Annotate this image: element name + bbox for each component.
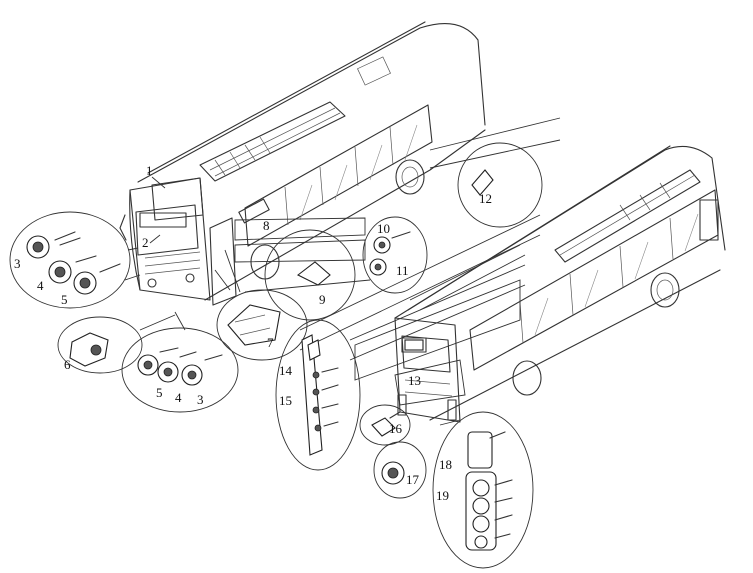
- lamp-4-lower: [157, 351, 197, 383]
- rear-bus-drawing: [394, 145, 726, 423]
- label-5-upper: 5: [61, 292, 68, 307]
- lamp-10: [373, 231, 411, 254]
- lamp-16: [371, 411, 401, 437]
- label-8: 8: [263, 218, 270, 233]
- label-2: 2: [142, 235, 149, 250]
- label-16: 16: [389, 421, 403, 436]
- lamp-12: [471, 169, 494, 196]
- lamp-17: [381, 461, 405, 485]
- label-11: 11: [396, 263, 409, 278]
- label-3-lower: 3: [197, 392, 204, 407]
- label-1: 1: [146, 163, 153, 178]
- label-9: 9: [319, 292, 326, 307]
- lamp-3-upper: [26, 231, 81, 259]
- label-7: 7: [267, 335, 274, 350]
- callout-lines: [9, 117, 561, 569]
- label-3-upper: 3: [14, 256, 21, 271]
- lamp-5-upper: [73, 263, 121, 295]
- label-14: 14: [279, 363, 293, 378]
- label-13: 13: [408, 373, 421, 388]
- lamp-3-lower: [181, 354, 223, 386]
- label-17: 17: [406, 472, 420, 487]
- label-12: 12: [479, 191, 492, 206]
- lamp-11: [369, 258, 387, 276]
- label-4-upper: 4: [37, 278, 44, 293]
- label-6: 6: [64, 357, 71, 372]
- label-19: 19: [436, 488, 449, 503]
- lamp-9: [296, 261, 331, 286]
- lamp-5-lower: [137, 347, 179, 376]
- lamp-4-upper: [48, 255, 97, 284]
- lamp-14-15-bar: [301, 334, 339, 456]
- lamp-7: [227, 304, 281, 346]
- lamp-parts: [26, 169, 513, 551]
- label-5-lower: 5: [156, 385, 163, 400]
- lamp-13: [404, 339, 424, 351]
- lamp-18-19-cluster: [465, 431, 513, 551]
- label-18: 18: [439, 457, 452, 472]
- label-15: 15: [279, 393, 292, 408]
- front-bus-drawing: [119, 21, 486, 306]
- label-4-lower: 4: [175, 390, 182, 405]
- label-10: 10: [377, 221, 390, 236]
- lamp-6: [69, 332, 109, 367]
- part-number-labels: 1 2 3 4 5 6 5 4 3 7 8 9 10 11 12 13 14 1…: [14, 163, 492, 503]
